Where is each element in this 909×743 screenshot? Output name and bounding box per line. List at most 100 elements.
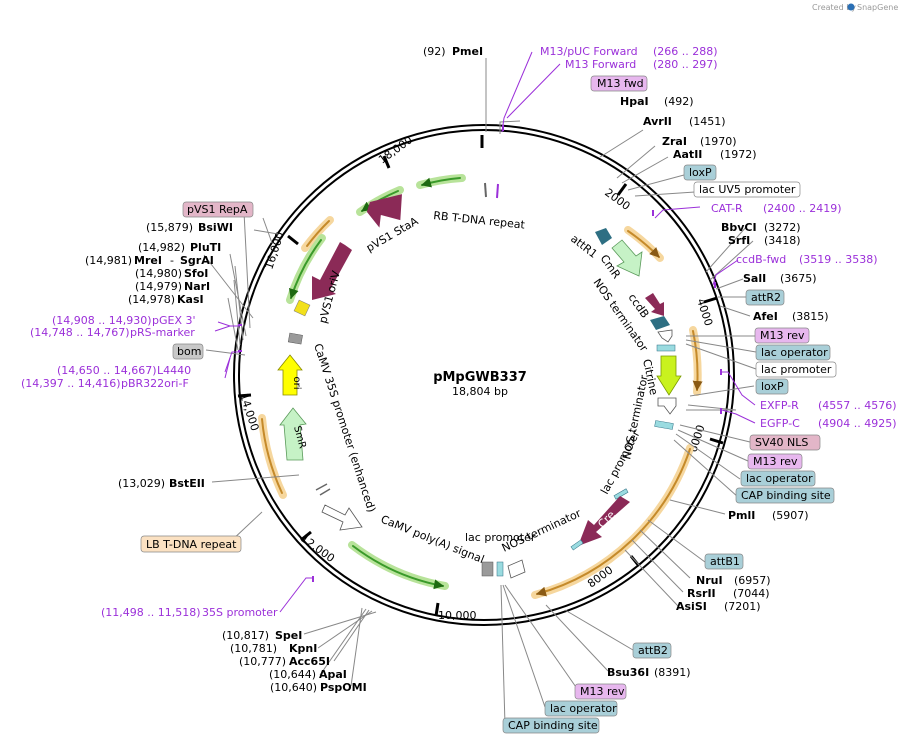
apai-pos: (10,644) bbox=[269, 668, 316, 681]
pgex-name: pGEX 3' bbox=[152, 314, 196, 327]
aatii-name: AatII bbox=[673, 148, 702, 161]
m13fwd-range: (280 .. 297) bbox=[653, 58, 718, 71]
spei-pos: (10,817) bbox=[222, 629, 269, 642]
lac-promoter-inner-label: lac promoter bbox=[598, 428, 643, 497]
bsteii-pos: (13,029) bbox=[118, 477, 165, 490]
mrei-pos: (14,981) bbox=[85, 254, 132, 267]
ccdbfwd-name: ccdB-fwd bbox=[736, 253, 786, 266]
asisi-name: AsiSI bbox=[676, 600, 707, 613]
m13-fwd-box bbox=[590, 75, 648, 92]
attb2-box bbox=[632, 642, 672, 659]
srfi-name: SrfI bbox=[728, 234, 750, 247]
nrui-pos: (6957) bbox=[734, 574, 771, 587]
l4440-name: L4440 bbox=[157, 364, 191, 377]
acc65i-pos: (10,777) bbox=[239, 655, 286, 668]
aatii-pos: (1972) bbox=[720, 148, 757, 161]
lb-repeat-box-label: LB T-DNA repeat bbox=[146, 538, 237, 551]
pgex-range: (14,908 .. 14,930) bbox=[52, 314, 152, 327]
kpni-name: KpnI bbox=[289, 642, 317, 655]
pmei-pos: (92) bbox=[423, 45, 446, 58]
bottom-gray-box bbox=[481, 561, 494, 577]
avrii-name: AvrII bbox=[643, 115, 672, 128]
attb1-box-label: attB1 bbox=[710, 555, 740, 568]
kpni-pos: (10,781) bbox=[230, 642, 277, 655]
bom-gray-box bbox=[287, 332, 303, 345]
lac-promoter-bottom-label: lac promoter bbox=[465, 531, 536, 544]
mrei-sgrai-dash: - bbox=[170, 254, 174, 267]
pvs1-repa-box-label: pVS1 RepA bbox=[187, 203, 248, 216]
hpai-pos: (492) bbox=[664, 95, 694, 108]
snapgene-logo-icon bbox=[847, 3, 855, 11]
tick-4000: 4000 bbox=[694, 297, 715, 328]
tick-14000: 14,000 bbox=[237, 392, 261, 433]
spei-name: SpeI bbox=[275, 629, 302, 642]
bsiwi-name: BsiWI bbox=[198, 221, 233, 234]
plasmid-name: pMpGWB337 bbox=[433, 370, 527, 385]
tick-2000: 2000 bbox=[602, 186, 632, 213]
sfoi-pos: (14,980) bbox=[135, 267, 182, 280]
ori-arrow bbox=[277, 354, 303, 396]
m13-rev-box-2 bbox=[747, 453, 803, 470]
nos2-arrow bbox=[657, 397, 677, 415]
rb-green-arc bbox=[421, 177, 461, 188]
bbvci-pos: (3272) bbox=[764, 221, 801, 234]
egfpc-range: (4904 .. 4925) bbox=[818, 417, 897, 430]
credit-brand: SnapGene bbox=[857, 3, 898, 12]
ccdbfwd-range: (3519 .. 3538) bbox=[799, 253, 878, 266]
pvs1-repa-box bbox=[182, 201, 254, 218]
pvs1-staa-arrow bbox=[366, 194, 402, 228]
egfpc-name: EGFP-C bbox=[760, 417, 800, 430]
lb-orange-arc bbox=[261, 418, 283, 494]
pbr322-name: pBR322ori-F bbox=[121, 377, 189, 390]
lac-operator-box-3 bbox=[544, 700, 618, 717]
cap-binding-box-1 bbox=[735, 487, 835, 504]
pvs1-oriv-arrow bbox=[312, 242, 352, 300]
pspomi-pos: (10,640) bbox=[270, 681, 317, 694]
lac-operator-box-3-label: lac operator bbox=[550, 702, 617, 715]
loxp-box-1-label: loxP bbox=[689, 166, 712, 179]
cap-binding-box-2 bbox=[502, 717, 600, 734]
hpai-name: HpaI bbox=[620, 95, 649, 108]
nari-name: NarI bbox=[184, 280, 210, 293]
backbone-inner-circle bbox=[238, 129, 730, 621]
oriv-yellow-box bbox=[293, 299, 311, 317]
afei-pos: (3815) bbox=[792, 310, 829, 323]
attr1-label: attR1 bbox=[568, 232, 600, 261]
loxp-stripe-1 bbox=[656, 344, 676, 352]
lac-operator-box-2-label: lac operator bbox=[746, 472, 813, 485]
lb-repeat-box bbox=[140, 535, 242, 553]
pbr322-range: (14,397 .. 14,416) bbox=[21, 377, 121, 390]
bom-box-label: bom bbox=[177, 345, 201, 358]
zrai-pos: (1970) bbox=[700, 135, 737, 148]
rb-repeat-label: RB T-DNA repeat bbox=[433, 209, 526, 232]
tick-marks bbox=[237, 135, 724, 617]
tick-10000: 10,000 bbox=[438, 609, 477, 622]
m13fwd-name: M13 Forward bbox=[565, 58, 636, 71]
catr-range: (2400 .. 2419) bbox=[763, 202, 842, 215]
prs-range: (14,748 .. 14,767) bbox=[30, 326, 130, 339]
attr2-box bbox=[745, 289, 785, 306]
citrine-arrow bbox=[656, 355, 682, 396]
lac-operator-box-1 bbox=[755, 344, 831, 361]
cre-orange-arc bbox=[536, 448, 691, 597]
bsiwi-pos: (15,879) bbox=[146, 221, 193, 234]
lac-operator-box-2 bbox=[740, 470, 816, 487]
pluti-pos: (14,982) bbox=[138, 241, 185, 254]
ccdb-arrow bbox=[645, 293, 664, 316]
m13-rev-box-3 bbox=[574, 683, 627, 700]
pmei-name: PmeI bbox=[452, 45, 483, 58]
nrui-name: NruI bbox=[696, 574, 723, 587]
lac-operator-box-1-label: lac operator bbox=[761, 346, 828, 359]
loxp-box-1 bbox=[683, 164, 717, 181]
sgrai-name: SgrAI bbox=[180, 254, 214, 267]
credit-prefix: Created by bbox=[812, 3, 856, 12]
attb1-box bbox=[704, 553, 744, 570]
lacuv5-box bbox=[693, 181, 801, 198]
p35s-name: 35S promoter bbox=[202, 606, 278, 619]
nos1-arrow bbox=[657, 329, 673, 343]
sfoi-name: SfoI bbox=[184, 267, 208, 280]
m13-rev-box-3-label: M13 rev bbox=[580, 685, 625, 698]
bsteii-name: BstEII bbox=[169, 477, 205, 490]
attr2-box-label: attR2 bbox=[751, 291, 781, 304]
